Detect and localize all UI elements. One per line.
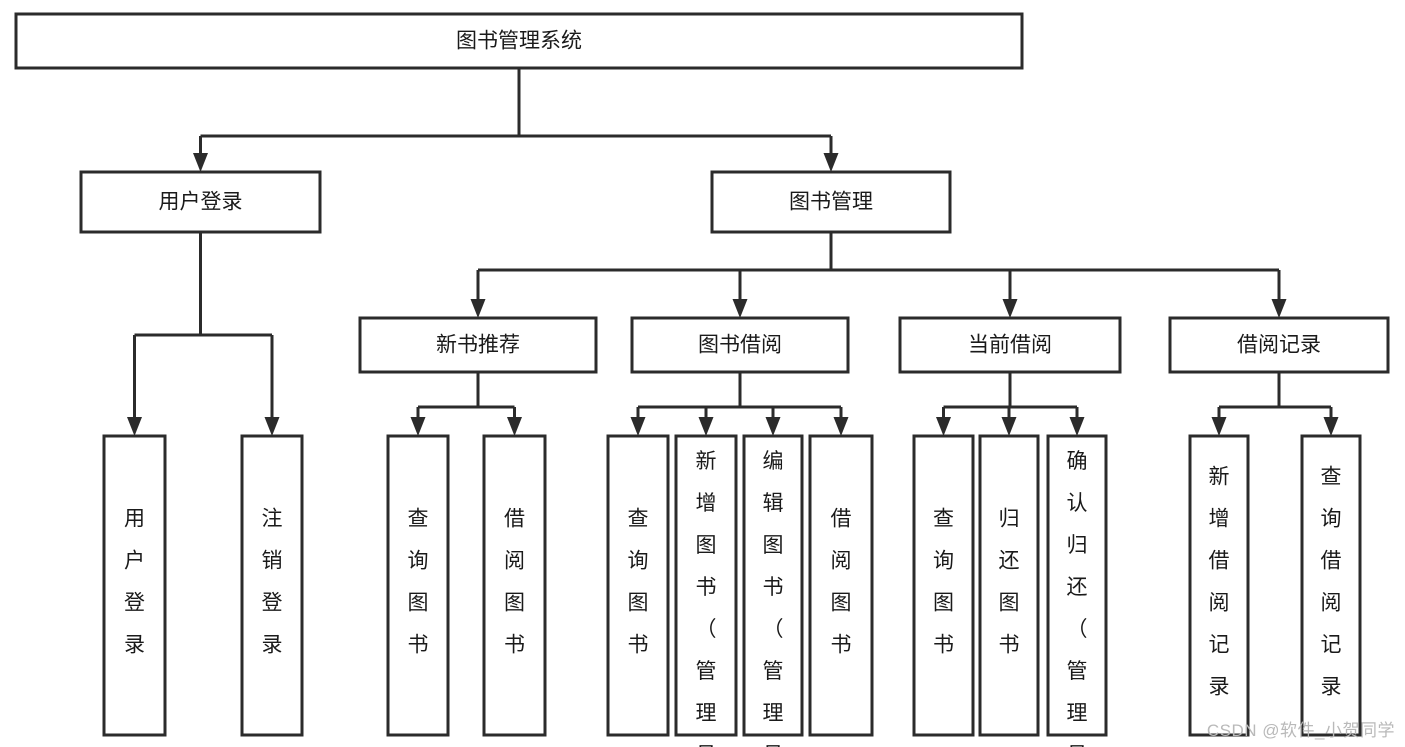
node-box xyxy=(1188,434,1250,737)
node-new-book-recommend[interactable]: 新书推荐 xyxy=(358,316,598,374)
leaf-node-l-rec-query[interactable]: 查询借阅记录 xyxy=(1300,434,1362,737)
node-label: 借阅图书 xyxy=(504,508,525,657)
node-label: 新增图书（管理员） xyxy=(696,450,717,747)
node-label: 查询图书 xyxy=(628,508,649,657)
node-label: 编辑图书（管理员） xyxy=(763,450,784,747)
node-borrow-record[interactable]: 借阅记录 xyxy=(1168,316,1390,374)
node-label: 新书推荐 xyxy=(436,334,520,357)
node-label: 查询图书 xyxy=(933,508,954,657)
leaf-node-l-bb-query[interactable]: 查询图书 xyxy=(606,434,670,737)
node-label: 图书管理 xyxy=(789,191,873,214)
node-label: 当前借阅 xyxy=(968,334,1052,357)
leaf-node-l-bb-lend[interactable]: 借阅图书 xyxy=(808,434,874,737)
node-book-management[interactable]: 图书管理 xyxy=(710,170,952,234)
node-user-login[interactable]: 用户登录 xyxy=(79,170,322,234)
node-box xyxy=(102,434,167,737)
node-book-borrow[interactable]: 图书借阅 xyxy=(630,316,850,374)
node-box xyxy=(912,434,975,737)
node-label: 借阅记录 xyxy=(1237,334,1321,357)
node-box xyxy=(606,434,670,737)
node-box xyxy=(630,316,850,374)
node-label: 借阅图书 xyxy=(831,508,852,657)
node-label: 图书借阅 xyxy=(698,334,782,357)
leaf-node-l-bb-edit[interactable]: 编辑图书（管理员） xyxy=(742,434,804,747)
leaf-node-l-nr-borrow[interactable]: 借阅图书 xyxy=(482,434,547,737)
node-box xyxy=(1168,316,1390,374)
node-box xyxy=(240,434,304,737)
node-box xyxy=(978,434,1040,737)
node-label: 图书管理系统 xyxy=(456,30,582,53)
leaf-node-l-cb-query[interactable]: 查询图书 xyxy=(912,434,975,737)
node-box xyxy=(1046,434,1108,737)
leaf-node-l-cb-return[interactable]: 归还图书 xyxy=(978,434,1040,737)
node-current-borrow[interactable]: 当前借阅 xyxy=(898,316,1122,374)
node-root[interactable]: 图书管理系统 xyxy=(14,12,1024,70)
node-layer: 图书管理系统用户登录图书管理新书推荐图书借阅当前借阅借阅记录用户登录注销登录查询… xyxy=(14,12,1390,747)
node-box xyxy=(14,12,1024,70)
node-label: 注销登录 xyxy=(262,508,283,657)
node-box xyxy=(358,316,598,374)
node-box xyxy=(898,316,1122,374)
node-label: 确认归还（管理员） xyxy=(1067,450,1088,747)
leaf-node-l-user-logout[interactable]: 注销登录 xyxy=(240,434,304,737)
node-box xyxy=(808,434,874,737)
leaf-node-l-nr-query[interactable]: 查询图书 xyxy=(386,434,450,737)
connector-layer xyxy=(127,68,1339,436)
node-label: 用户登录 xyxy=(124,508,145,657)
node-label: 用户登录 xyxy=(159,191,243,214)
node-box xyxy=(386,434,450,737)
node-box xyxy=(742,434,804,737)
node-label: 查询借阅记录 xyxy=(1321,466,1342,699)
leaf-node-l-user-login[interactable]: 用户登录 xyxy=(102,434,167,737)
leaf-node-l-cb-confirm[interactable]: 确认归还（管理员） xyxy=(1046,434,1108,747)
leaf-node-l-bb-add[interactable]: 新增图书（管理员） xyxy=(674,434,738,747)
node-box xyxy=(710,170,952,234)
leaf-node-l-rec-add[interactable]: 新增借阅记录 xyxy=(1188,434,1250,737)
node-label: 查询图书 xyxy=(408,508,429,657)
node-label: 新增借阅记录 xyxy=(1209,466,1230,699)
node-box xyxy=(482,434,547,737)
node-box xyxy=(674,434,738,737)
node-box xyxy=(79,170,322,234)
node-box xyxy=(1300,434,1362,737)
node-label: 归还图书 xyxy=(999,508,1020,657)
